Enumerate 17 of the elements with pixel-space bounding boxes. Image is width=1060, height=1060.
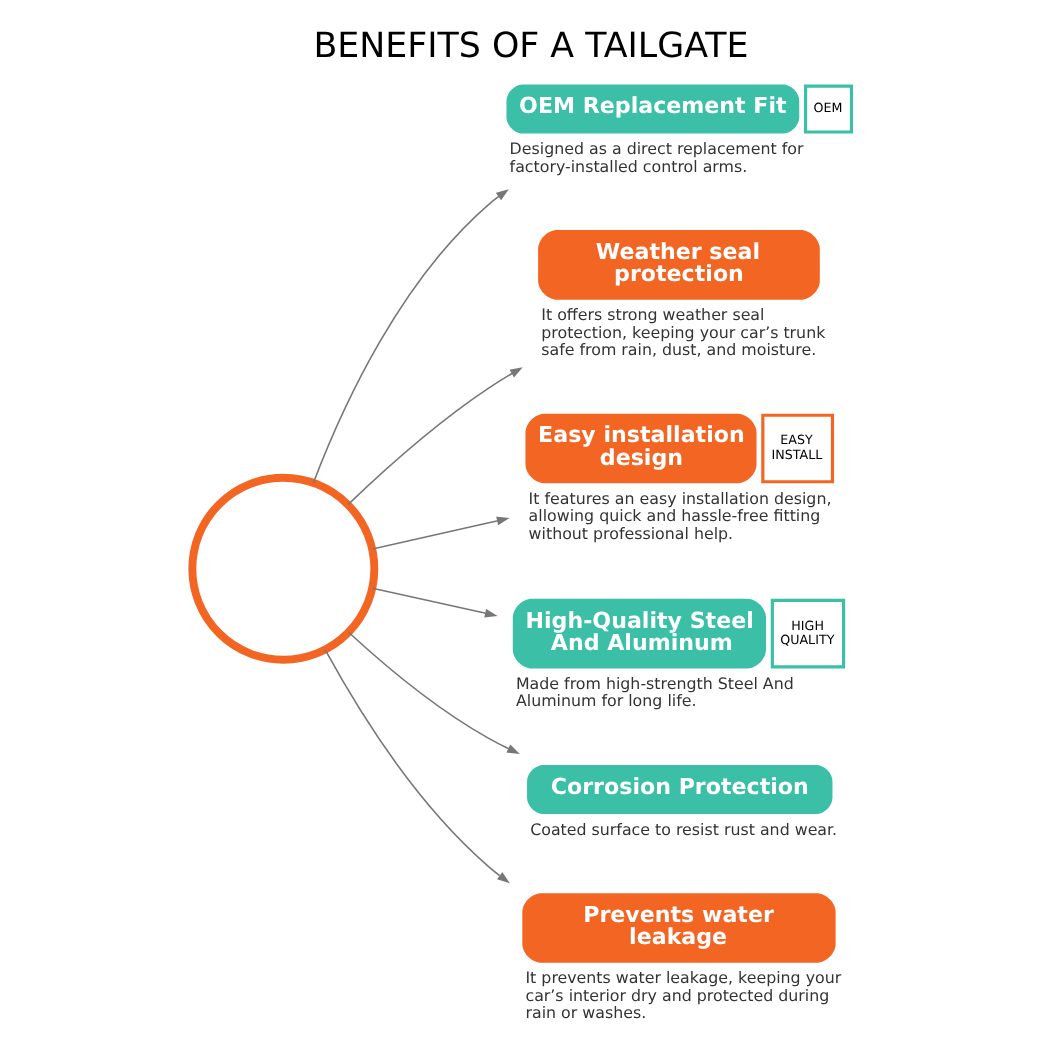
node-label: It prevents water leakage, keeping your car’s interior dry and protected during rain or washes. [524, 969, 841, 1023]
node-label: It features an easy installation design, allowing quick and hassle-free fitting without professional help. [527, 489, 831, 543]
diagram-title: BENEFITS OF A TAILGATE [312, 26, 748, 67]
arrow [311, 189, 508, 484]
node-box: Prevents water leakage [521, 893, 835, 963]
node-box: Corrosion Protection [526, 765, 832, 815]
node-box: Weather seal protection [537, 230, 819, 300]
arrow [346, 631, 519, 754]
node-label: It offers strong weather seal protection, keeping your car’s trunk safe from rain, dust, and moisture. [540, 306, 825, 360]
node-label: Coated surface to resist rust and wear. [529, 820, 837, 839]
node-label: Made from high-strength Steel And Aluminum for long life. [514, 675, 793, 711]
node-circle [187, 473, 378, 664]
arrow [370, 516, 509, 550]
node-label: Designed as a direct replacement for factory-installed control arms. [508, 140, 803, 176]
arrow [323, 649, 509, 884]
arrow [346, 367, 522, 506]
arrow [370, 587, 497, 618]
